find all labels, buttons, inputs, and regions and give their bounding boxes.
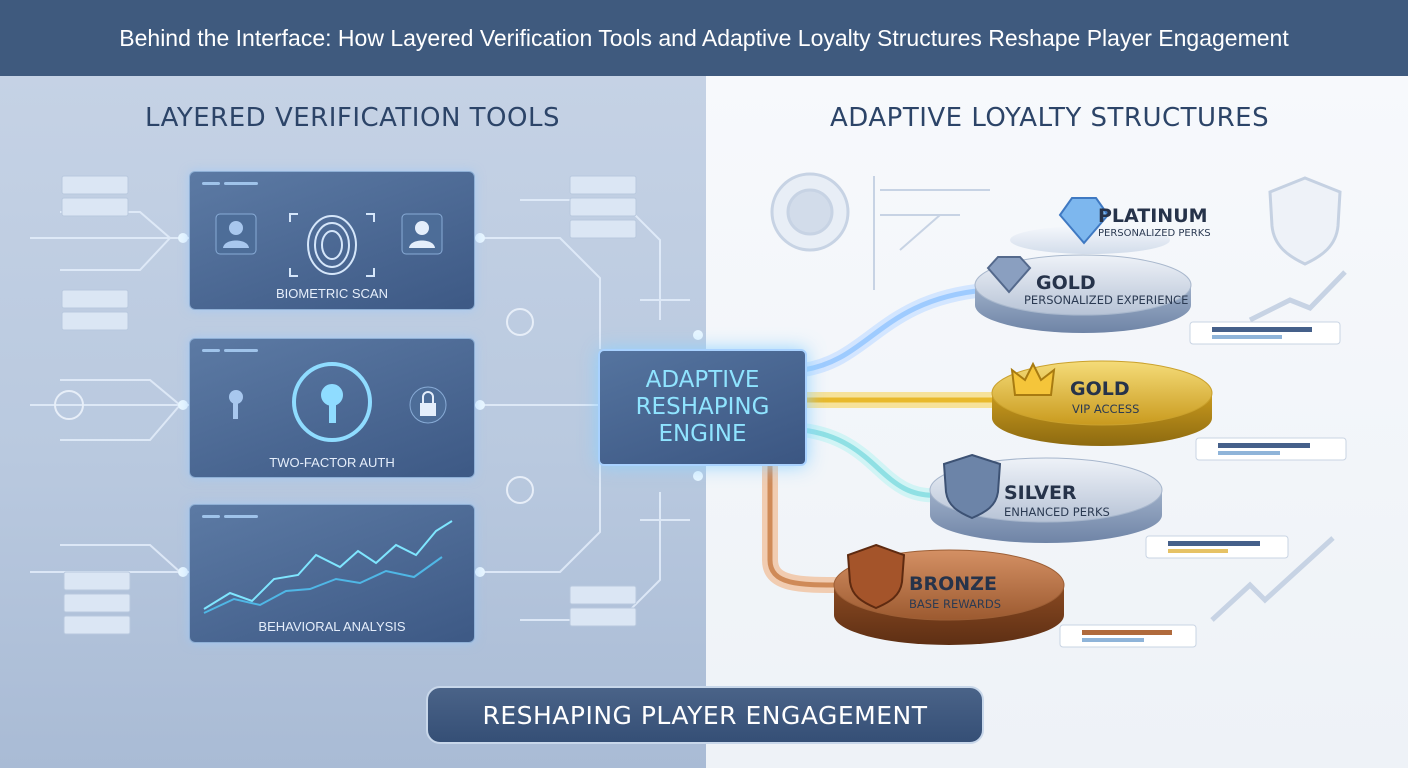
engine-line-1: ADAPTIVE: [645, 367, 760, 393]
tier-gold-vip-name: GOLD: [1070, 378, 1130, 400]
tier-bronze-name: BRONZE: [909, 573, 997, 595]
engine-connectors: [762, 283, 1008, 593]
two-factor-card: TWO-FACTOR AUTH: [189, 338, 475, 478]
crown-icon: [1010, 361, 1056, 396]
circuit-nodes: [178, 233, 703, 577]
biometric-scan-card: BIOMETRIC SCAN: [189, 171, 475, 310]
tier-gold-experience: [974, 254, 1192, 333]
shield-icon: [942, 453, 1002, 520]
user-icon: [401, 213, 443, 255]
tier-gold-vip-desc: VIP ACCESS: [1072, 402, 1140, 416]
banner-text: RESHAPING PLAYER ENGAGEMENT: [482, 700, 928, 730]
shield-outline-icon: [1268, 176, 1342, 266]
tier-silver: [929, 453, 1163, 543]
user-icon: [215, 213, 257, 255]
tier-platinum-desc: PERSONALIZED PERKS: [1098, 228, 1211, 239]
diamond-icon: [986, 256, 1032, 294]
user-circle-icon: [54, 308, 534, 504]
loyalty-section-title: ADAPTIVE LOYALTY STRUCTURES: [830, 103, 1270, 133]
two-factor-label: TWO-FACTOR AUTH: [269, 455, 395, 470]
tier-gold-experience-name: GOLD: [1036, 272, 1096, 294]
key-icon: [229, 390, 243, 419]
page-title: Behind the Interface: How Layered Verifi…: [119, 24, 1289, 51]
trend-arrow-icon: [1210, 270, 1347, 622]
tier-platinum: [1010, 197, 1170, 254]
tier-gold-vip: [991, 360, 1213, 446]
tier-bronze-desc: BASE REWARDS: [909, 597, 1001, 611]
tier-gold-experience-desc: PERSONALIZED EXPERIENCE: [1024, 293, 1189, 307]
fingerprint-icon: [289, 213, 375, 277]
tier-platinum-name: PLATINUM: [1098, 205, 1208, 227]
badge-star-icon: [770, 172, 850, 252]
tier-bronze: [833, 543, 1065, 645]
page-header: Behind the Interface: How Layered Verifi…: [0, 0, 1408, 76]
engine-line-3: ENGINE: [658, 421, 747, 447]
adaptive-reshaping-engine: ADAPTIVE RESHAPING ENGINE: [598, 349, 807, 466]
chart-axis-icon: [873, 176, 990, 290]
key-circle-icon: [292, 362, 372, 442]
tier-silver-desc: ENHANCED PERKS: [1004, 505, 1110, 519]
shield-icon: [846, 543, 906, 610]
verification-section-title: LAYERED VERIFICATION TOOLS: [145, 103, 560, 133]
tier-silver-name: SILVER: [1004, 482, 1077, 504]
line-graph-icon: [203, 520, 453, 614]
lock-icon: [409, 386, 447, 424]
behavioral-analysis-card: BEHAVIORAL ANALYSIS: [189, 504, 475, 643]
engine-line-2: RESHAPING: [635, 394, 770, 420]
diamond-icon: [1058, 197, 1110, 245]
user-progress-bars: [1059, 321, 1347, 648]
reshaping-engagement-banner: RESHAPING PLAYER ENGAGEMENT: [426, 686, 984, 744]
biometric-scan-label: BIOMETRIC SCAN: [276, 286, 388, 301]
behavioral-analysis-label: BEHAVIORAL ANALYSIS: [258, 619, 406, 634]
server-icon: [61, 175, 637, 635]
